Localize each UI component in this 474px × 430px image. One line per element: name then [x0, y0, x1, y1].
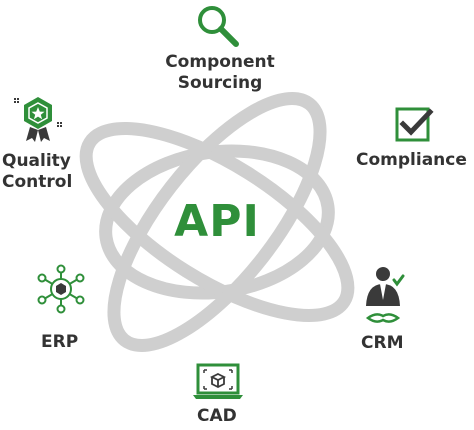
laptop-3d-cube-icon: [193, 363, 243, 399]
node-compliance: Compliance: [356, 150, 467, 170]
api-center-label: API: [174, 196, 260, 247]
node-erp: ERP: [41, 332, 79, 352]
quality-badge-icon: [14, 97, 62, 142]
node-quality-control-line2: Control: [2, 172, 73, 192]
orbit-diagonal-left: [79, 122, 355, 322]
node-component-sourcing: Component Sourcing: [150, 52, 290, 94]
magnifier-icon: [198, 6, 239, 47]
orbit-diagonal-right: [107, 92, 327, 352]
checkbox-icon: [395, 107, 434, 142]
businessman-handshake-icon: [365, 267, 405, 323]
node-component-sourcing-line2: Sourcing: [177, 73, 263, 93]
node-component-sourcing-line1: Component: [165, 52, 275, 72]
node-quality-control: Quality Control: [2, 151, 72, 193]
network-hub-icon: [37, 264, 85, 314]
node-crm: CRM: [361, 333, 404, 353]
node-quality-control-line1: Quality: [2, 151, 71, 171]
node-cad: CAD: [197, 406, 237, 426]
